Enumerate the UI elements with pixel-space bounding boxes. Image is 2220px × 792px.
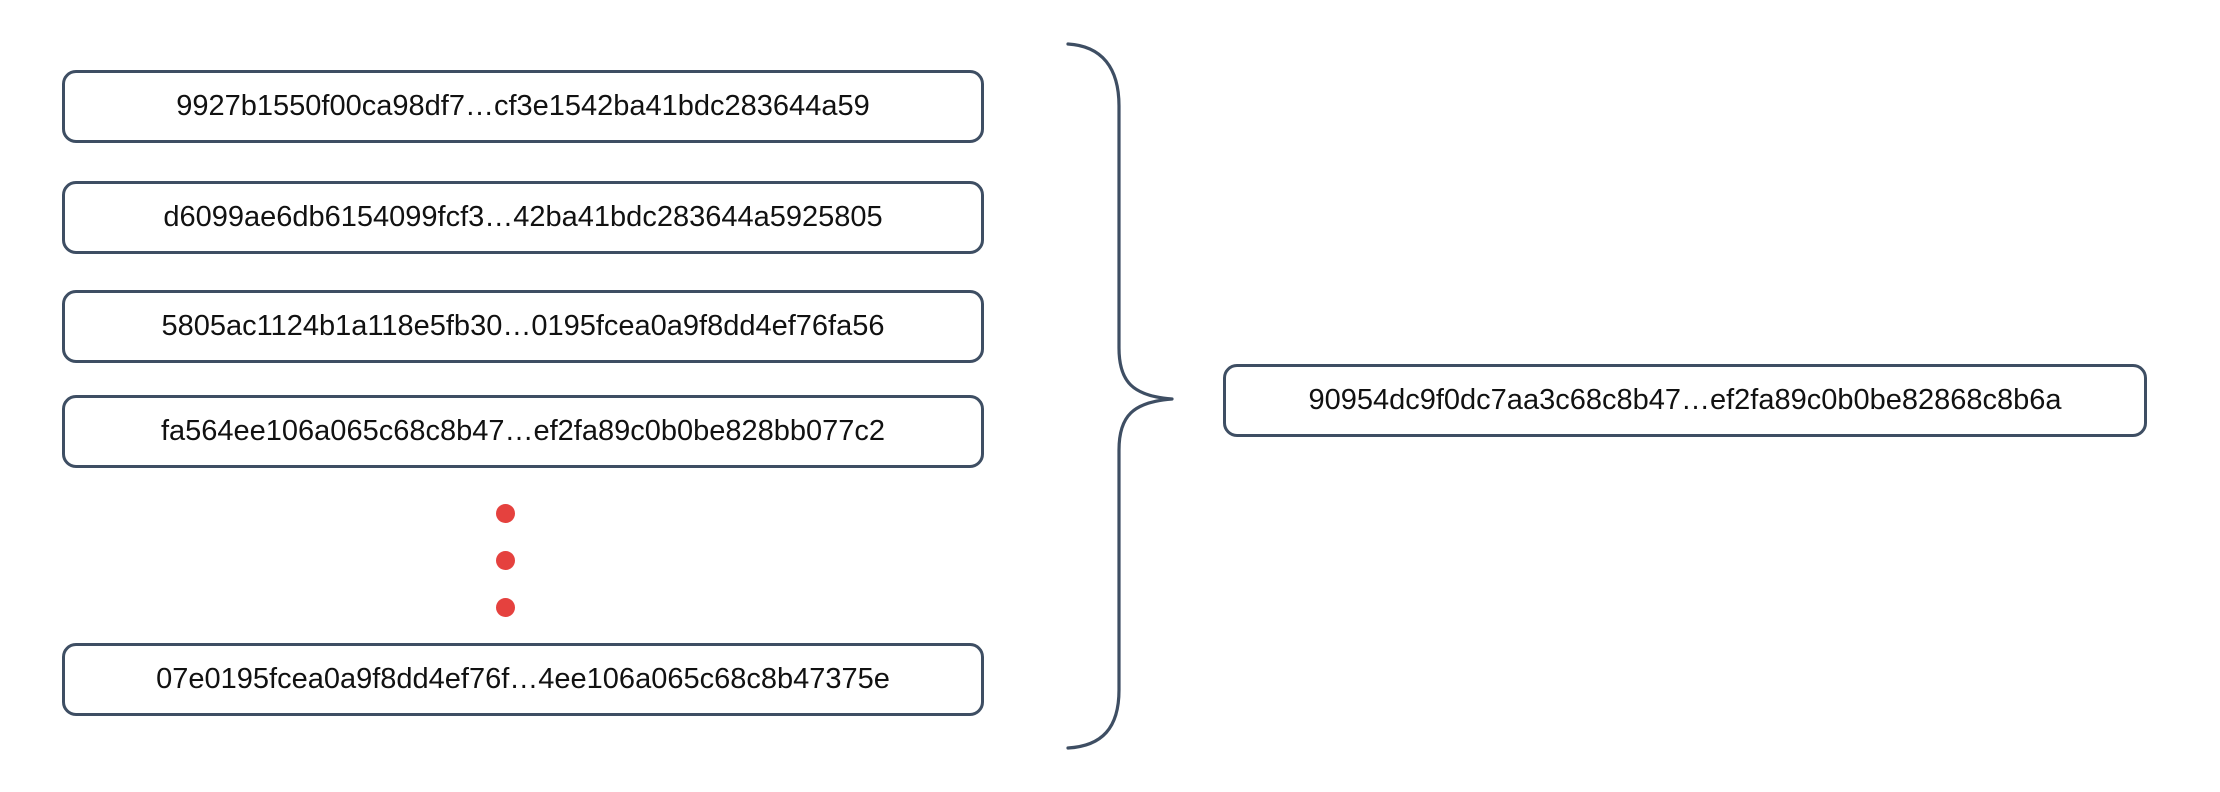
result-hash-node: 90954dc9f0dc7aa3c68c8b47…ef2fa89c0b0be82… <box>1223 364 2147 437</box>
ellipsis-dot <box>496 504 515 523</box>
leaf-hash-node-4: fa564ee106a065c68c8b47…ef2fa89c0b0be828b… <box>62 395 984 468</box>
ellipsis-dot <box>496 598 515 617</box>
leaf-hash-node-5: 07e0195fcea0a9f8dd4ef76f…4ee106a065c68c8… <box>62 643 984 716</box>
leaf-hash-node-1: 9927b1550f00ca98df7…cf3e1542ba41bdc28364… <box>62 70 984 143</box>
leaf-hash-node-2: d6099ae6db6154099fcf3…42ba41bdc283644a59… <box>62 181 984 254</box>
ellipsis-dot <box>496 551 515 570</box>
leaf-hash-node-3: 5805ac1124b1a118e5fb30…0195fcea0a9f8dd4e… <box>62 290 984 363</box>
